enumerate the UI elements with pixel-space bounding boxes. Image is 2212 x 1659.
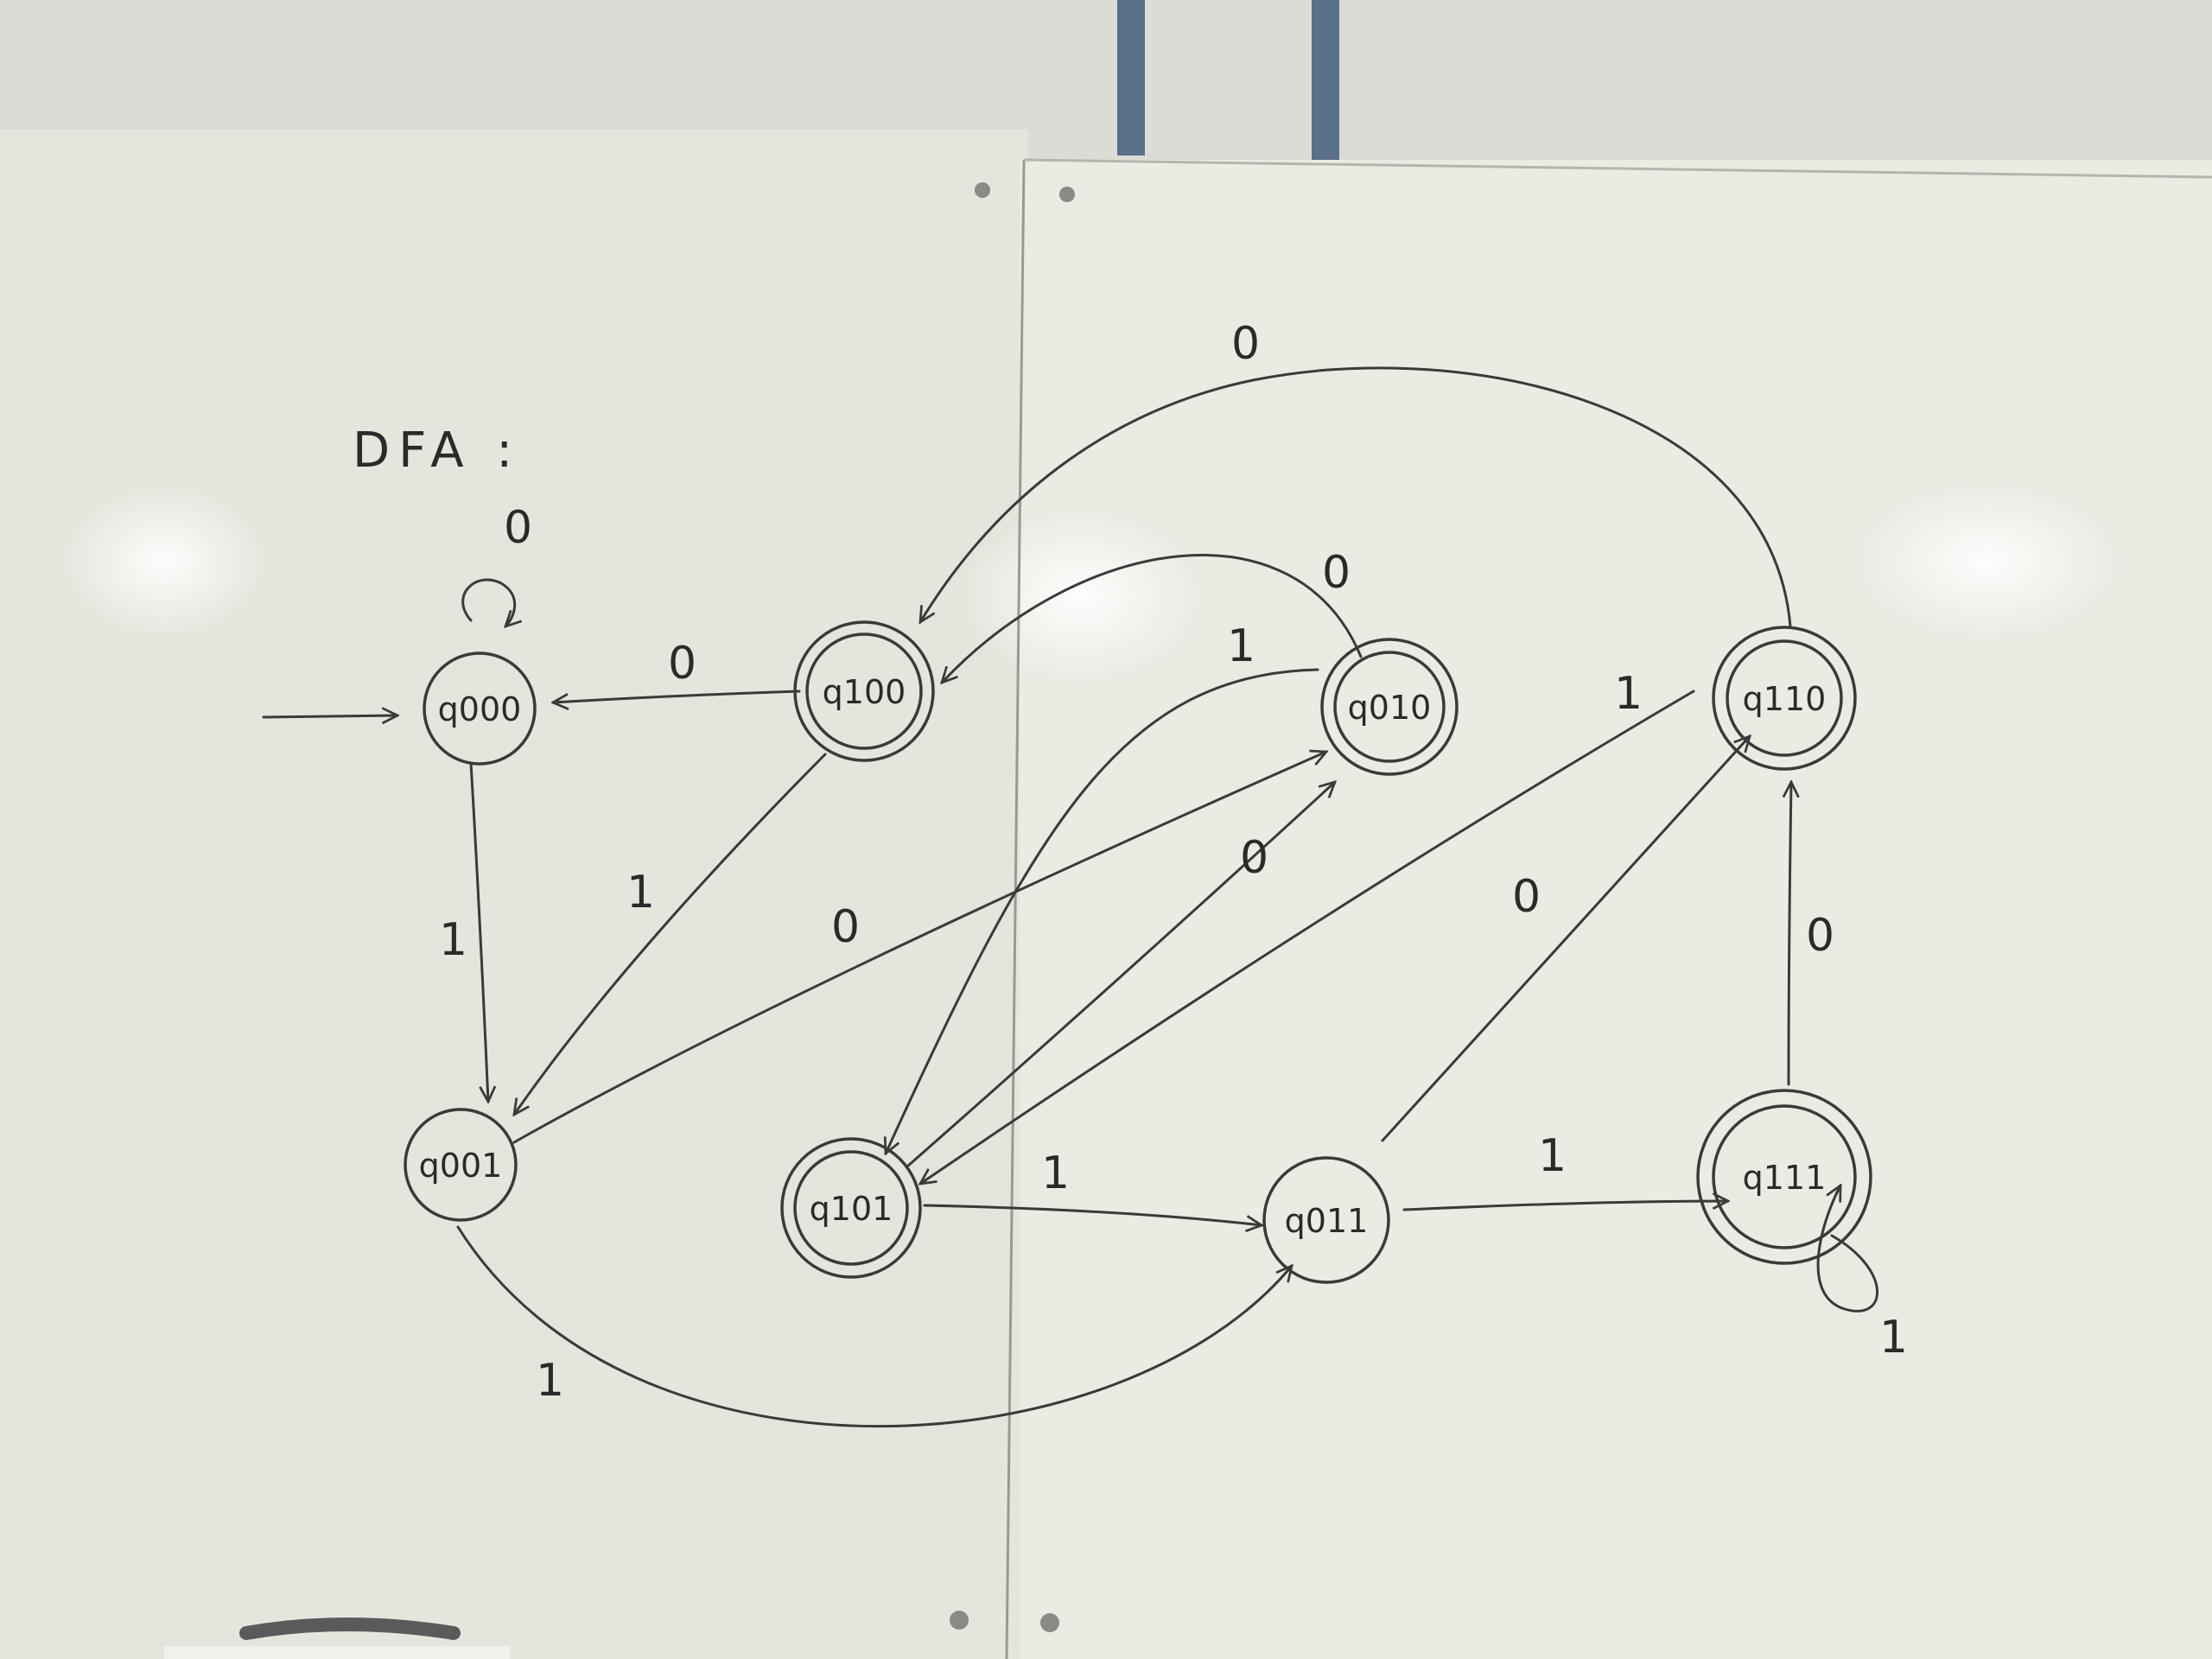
edge-labels: 0 1 0 1 0 1 0 1 0 1 0 1 0 1 0 1 [439,318,1908,1407]
state-circle-inner [1333,651,1446,763]
edge-q100-q000 [553,690,801,702]
screw [975,182,990,198]
screw [1059,187,1075,202]
state-circle-inner [1726,639,1843,757]
edge-label: 1 [1614,668,1643,720]
whiteboard-right-panel [1020,160,2212,1659]
edge-q110-q101 [920,690,1695,1184]
edge-label: 0 [1240,832,1268,884]
state-q100: q100 [793,620,935,762]
state-q001: q001 [404,1108,518,1222]
edge-label: 1 [626,867,655,918]
edge-label: 1 [1879,1312,1908,1363]
light-glare [1858,484,2117,639]
edge-label: 1 [1041,1147,1070,1199]
state-label: q000 [438,690,522,728]
state-label: q100 [823,673,906,711]
state-q010: q010 [1320,638,1459,776]
edge-label: 0 [1322,547,1351,599]
screw [1040,1613,1059,1632]
state-q000: q000 [423,652,537,766]
state-label: q001 [419,1147,503,1185]
edge-label: 0 [1512,871,1541,923]
state-circle [423,652,537,766]
edge-label: 0 [504,502,532,554]
panel-seam [1005,159,1026,1659]
state-label: q110 [1743,680,1827,718]
edge-label: 0 [1806,910,1834,962]
board-handle [239,1618,461,1640]
edge-label: 0 [831,901,860,953]
edge-q101-q010 [906,782,1335,1168]
states: q000 q100 q010 q110 q001 q101 q011 [404,620,1872,1284]
state-label: q010 [1348,689,1432,727]
edge-label: 0 [1231,318,1260,370]
edge-q000-self [461,578,515,626]
marker-tray [164,1646,510,1659]
start-arrow [262,715,397,717]
edge-q011-q110 [1381,736,1750,1142]
state-q011: q011 [1262,1156,1390,1284]
edge-q000-q001 [469,761,488,1102]
panel-top-edge [1023,158,2212,179]
light-glare [959,510,1201,683]
state-circle-inner [805,632,923,750]
state-label: q011 [1285,1202,1369,1240]
edge-q110-q100 [920,366,1792,628]
state-label: q101 [810,1190,893,1228]
edge-q010-q100 [942,553,1363,683]
state-circle-outer [1712,626,1857,771]
diagram-title: DFA : [353,423,521,479]
state-circle-outer [793,620,935,762]
state-circle-inner [793,1150,909,1266]
edge-label: 1 [1227,620,1255,672]
whiteboard-left-panel [0,130,1028,1659]
state-circle [1262,1156,1390,1284]
state-circle-outer [1696,1089,1872,1265]
edge-q011-q111 [1402,1201,1728,1211]
bracket-right [1312,0,1339,160]
state-circle-outer [1320,638,1459,776]
state-label: q111 [1743,1159,1827,1197]
edge-q010-q101 [886,668,1319,1154]
state-circle-inner [1712,1104,1857,1249]
edge-q111-q110 [1789,782,1791,1086]
state-q111: q111 [1696,1089,1872,1265]
state-circle [404,1108,518,1222]
edge-q101-q011 [923,1204,1262,1225]
edge-label: 1 [1538,1130,1567,1182]
state-circle-outer [780,1137,922,1279]
edge-q001-q010 [512,752,1326,1144]
edge-q111-self [1816,1185,1878,1313]
edge-q001-q011 [456,1225,1292,1428]
screw [950,1611,969,1630]
edge-label: 1 [536,1355,564,1407]
edge-q100-q001 [514,753,827,1115]
state-q101: q101 [780,1137,922,1279]
light-glare [60,484,268,639]
edge-label: 0 [668,638,696,690]
bracket-left [1117,0,1145,156]
state-q110: q110 [1712,626,1857,771]
edges [456,366,1878,1428]
edge-label: 1 [439,914,467,966]
